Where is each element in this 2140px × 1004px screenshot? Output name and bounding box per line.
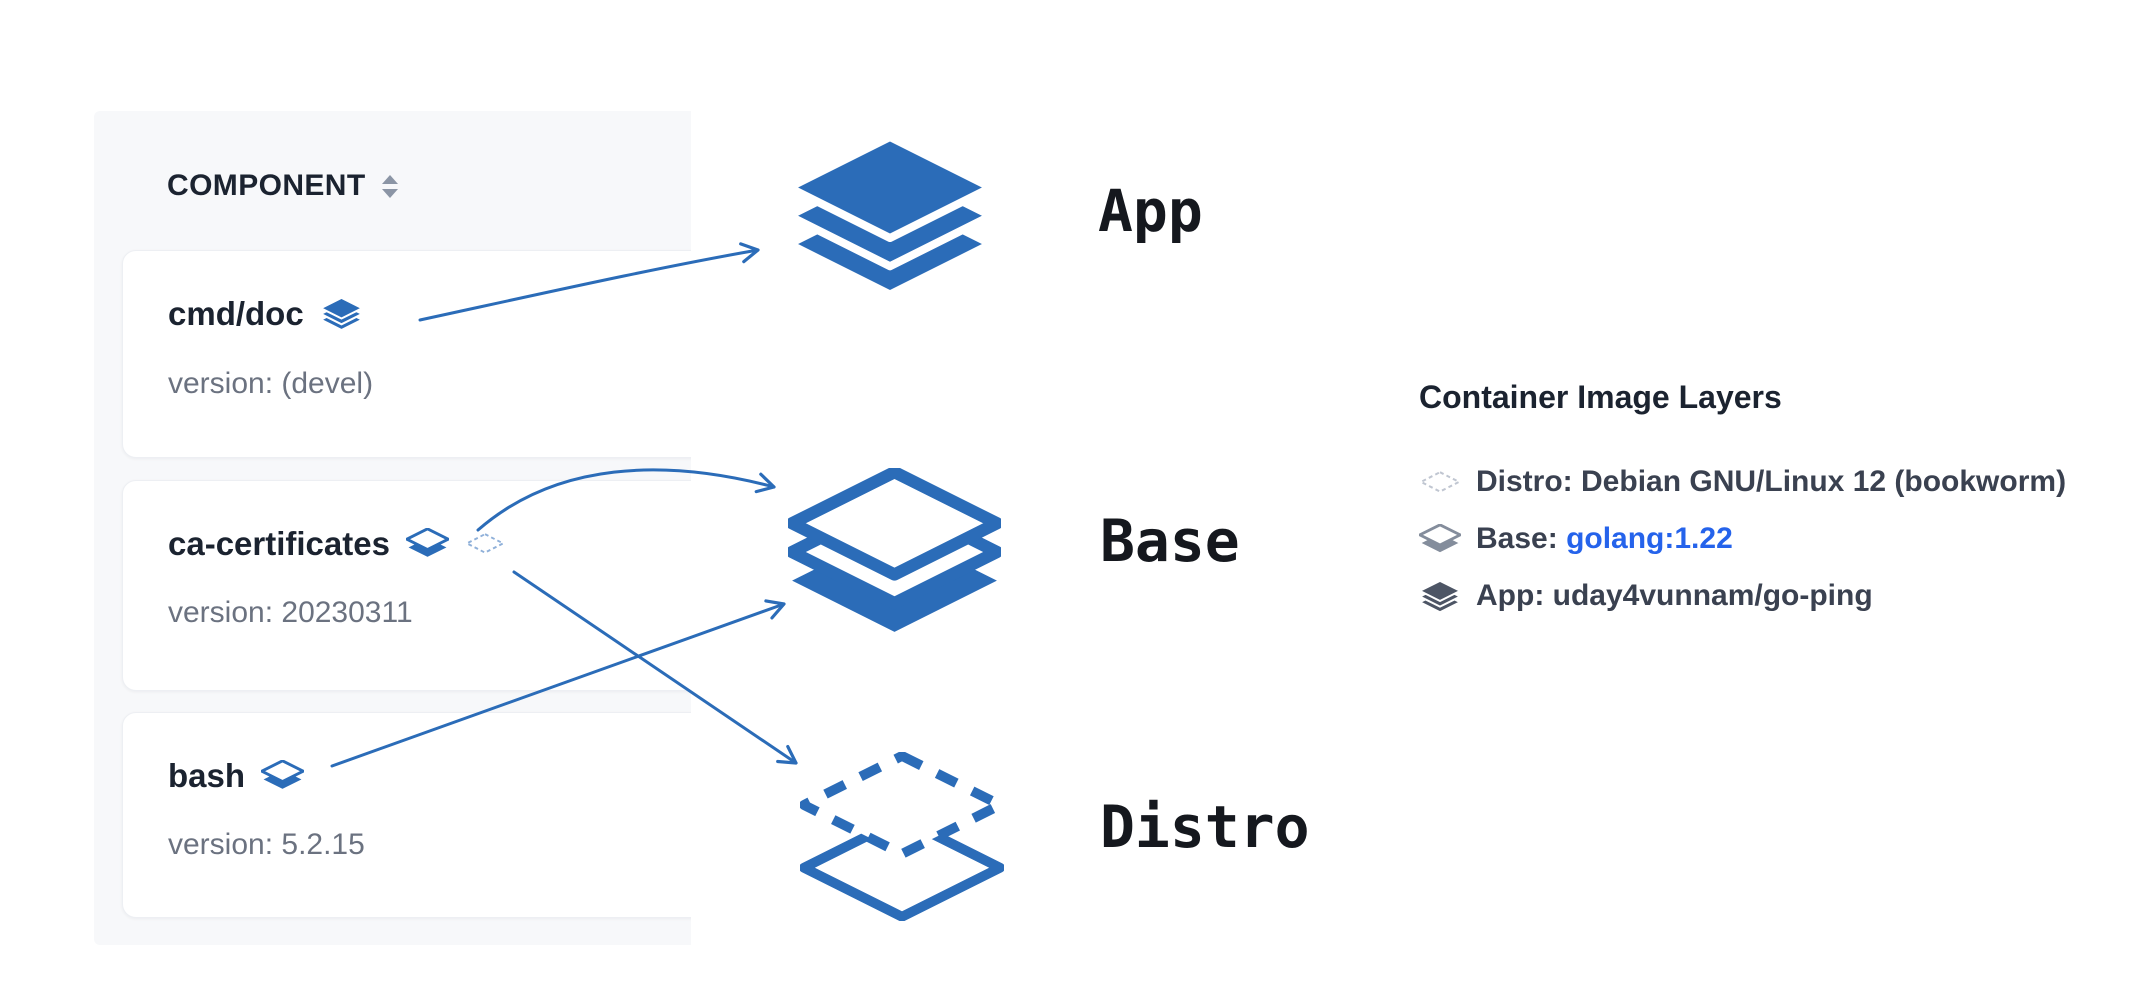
base-image-link[interactable]: golang:1.22 (1566, 522, 1733, 556)
base-layers-icon (1419, 524, 1461, 554)
app-layers-stack-icon (785, 133, 995, 299)
legend-item-distro: Distro: Debian GNU/Linux 12 (bookworm) (1419, 460, 2066, 504)
base-layers-stack-icon (788, 468, 1001, 636)
component-version: version: 5.2.15 (168, 828, 365, 861)
component-column-header[interactable]: COMPONENT (167, 169, 398, 203)
legend-title: Container Image Layers (1419, 379, 1782, 415)
legend-item-base: Base: golang:1.22 (1419, 517, 2066, 561)
component-row-ca-certificates: ca-certificates version: 20230311 (122, 480, 691, 691)
legend-value: Debian GNU/Linux 12 (bookworm) (1581, 465, 2067, 499)
component-version: version: 20230311 (168, 596, 413, 629)
app-layers-icon (320, 297, 363, 331)
component-version: version: (devel) (168, 366, 374, 400)
component-row-bash: bash version: 5.2.15 (122, 712, 691, 918)
component-header-label: COMPONENT (167, 169, 366, 202)
distro-diamond-icon (465, 533, 505, 555)
component-name: cmd/doc (168, 295, 304, 333)
component-name: ca-certificates (168, 525, 390, 562)
app-label: App (1098, 177, 1203, 245)
distro-label: Distro (1100, 793, 1310, 861)
distro-diamond-icon (1419, 471, 1461, 494)
container-image-layers-legend: Container Image Layers Distro: Debian GN… (1419, 378, 2066, 618)
distro-layers-stack-icon (800, 752, 1004, 921)
base-layers-icon (261, 760, 304, 791)
legend-label: Distro: (1476, 465, 1573, 499)
base-label: Base (1100, 507, 1240, 575)
legend-label: Base: (1476, 522, 1558, 556)
sort-icon[interactable] (381, 174, 398, 198)
legend-label: App: (1476, 579, 1545, 613)
legend-value: uday4vunnam/go-ping (1552, 579, 1873, 613)
base-layers-icon (406, 528, 449, 559)
component-row-cmd-doc: cmd/doc version: (devel) (122, 250, 691, 458)
app-layers-icon (1419, 580, 1461, 613)
legend-item-app: App: uday4vunnam/go-ping (1419, 574, 2066, 618)
component-name: bash (168, 757, 246, 794)
component-table-panel: COMPONENT cmd/doc version: (devel) ca-ce… (94, 111, 691, 945)
